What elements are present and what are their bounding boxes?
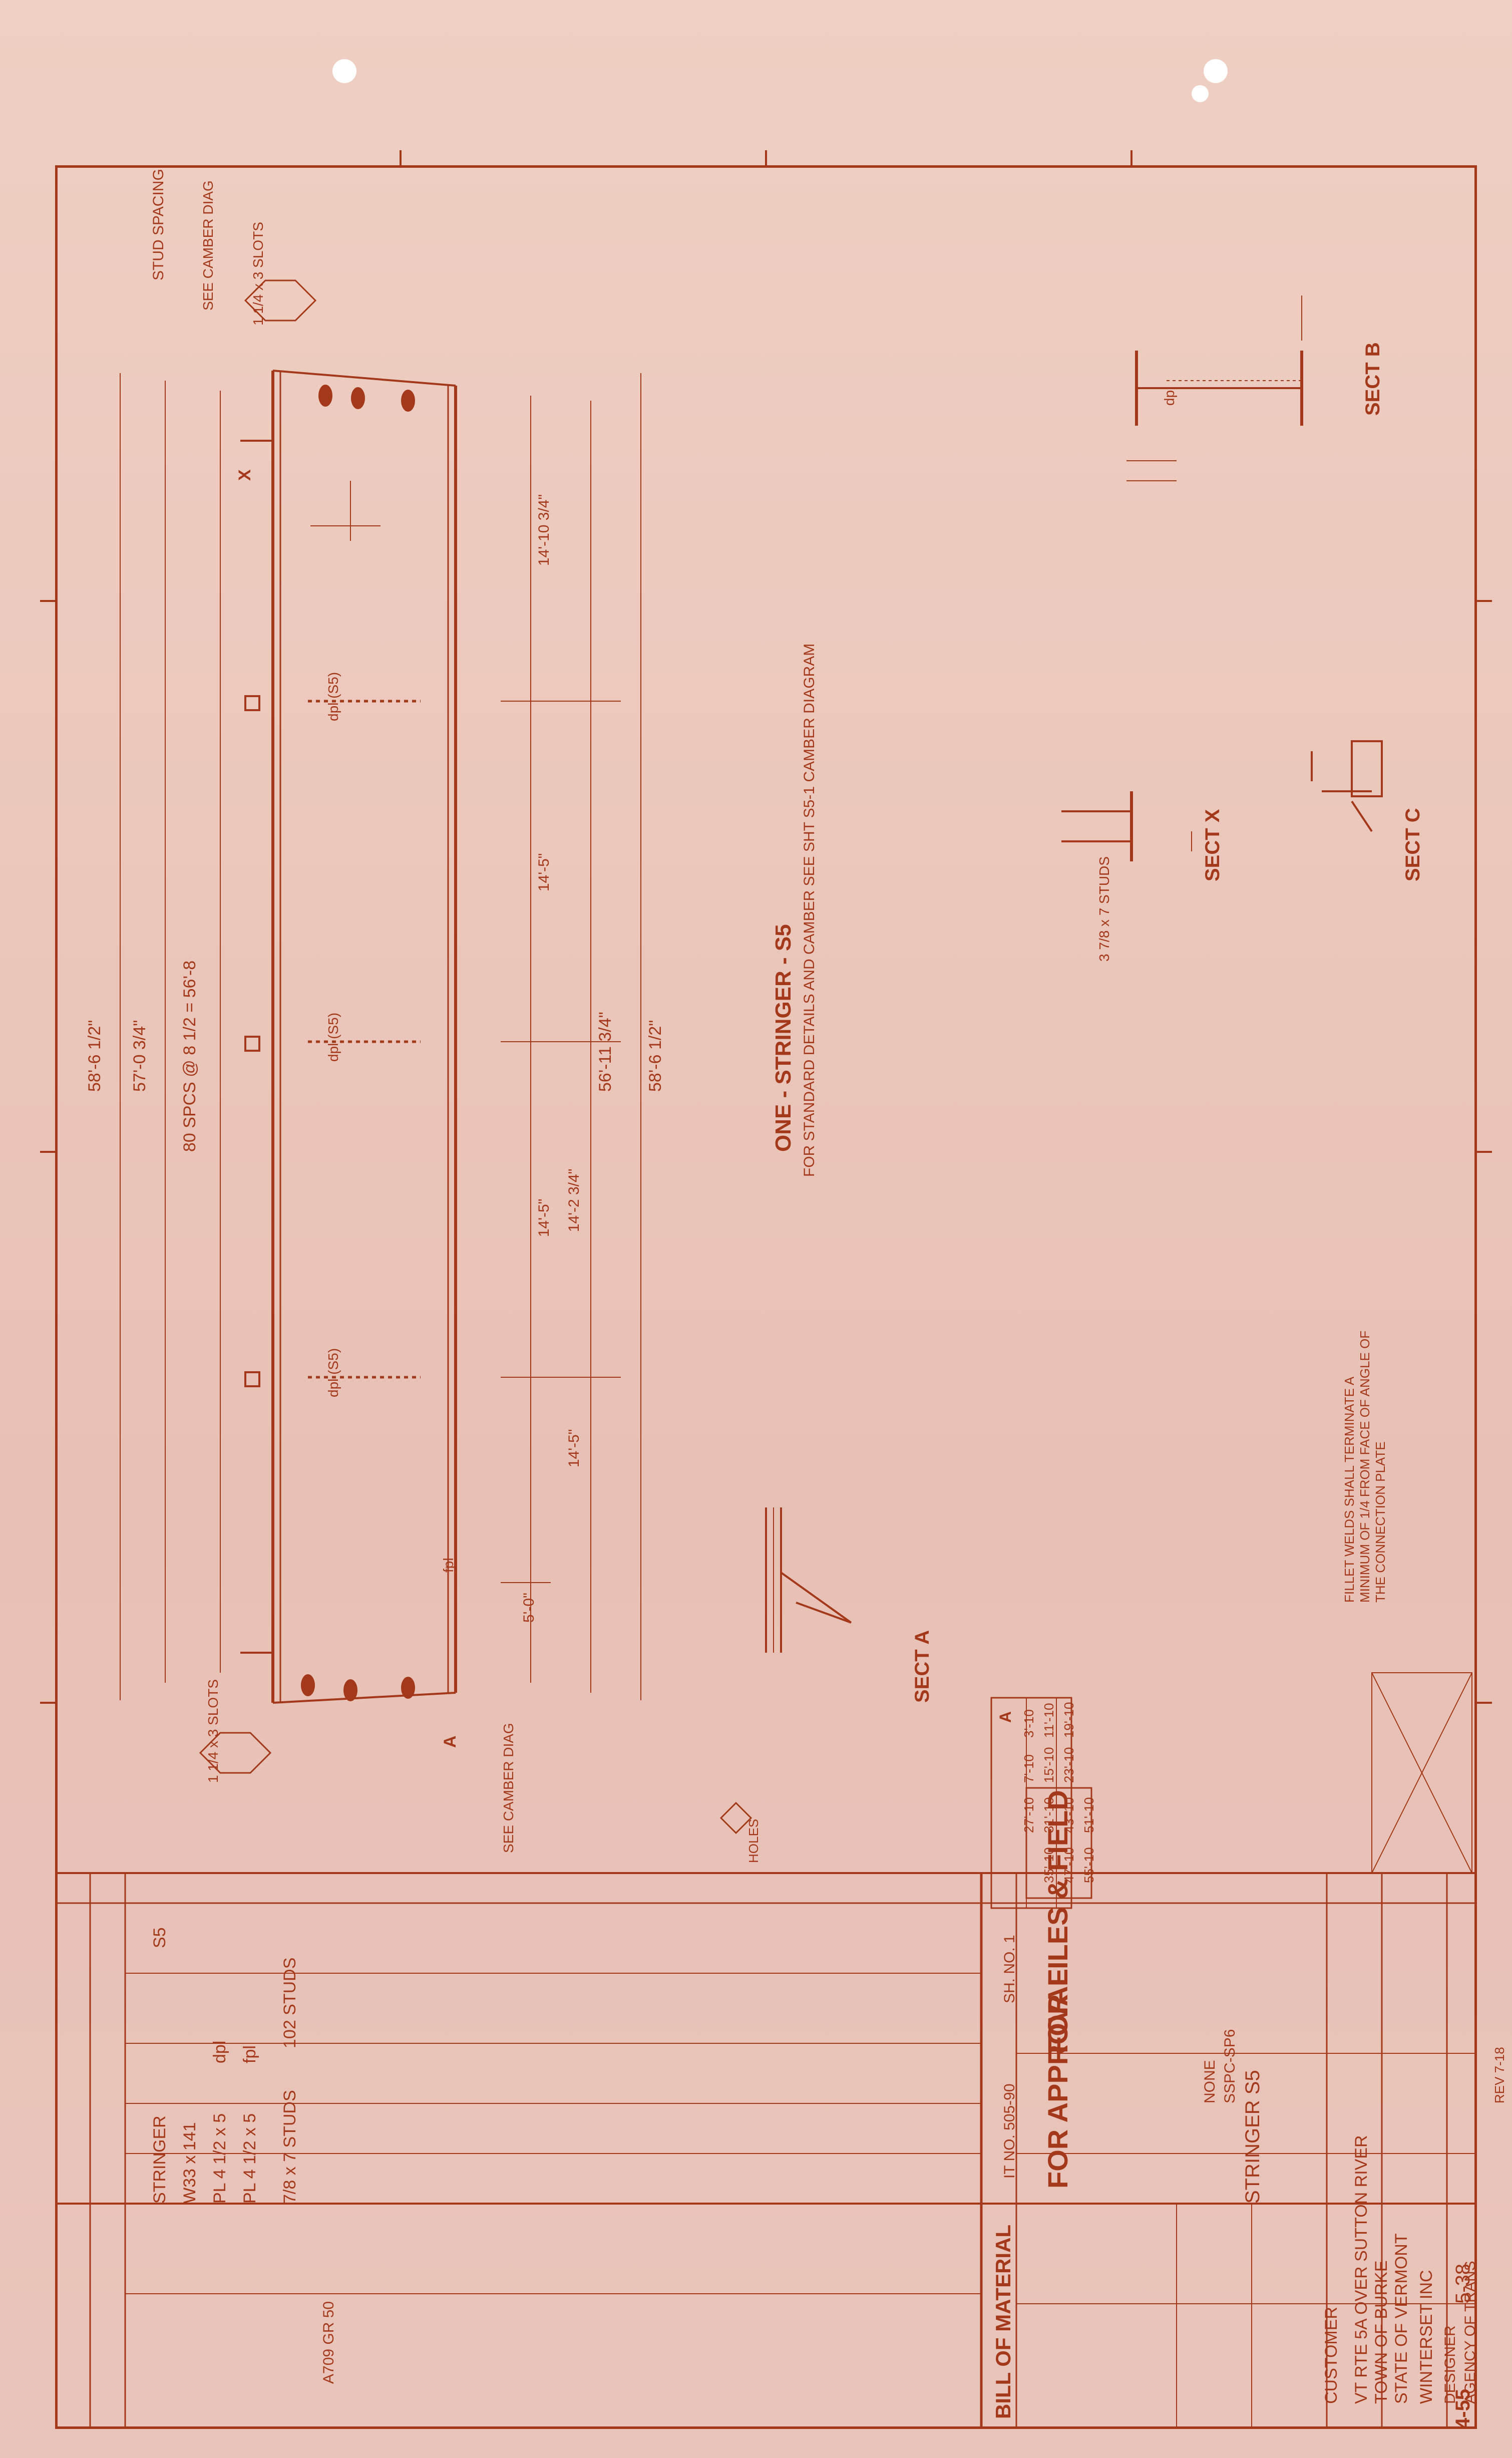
stud-spacing-label: STUD SPACING — [150, 169, 167, 280]
customer-label: CUSTOMER — [1322, 2307, 1341, 2404]
dpl-label: dpl (S5) — [325, 1348, 341, 1397]
dim-bottom-total: 58'-6 1/2" — [646, 1020, 665, 1092]
project-line: VT RTE 5A OVER SUTTON RIVER — [1352, 2135, 1371, 2404]
dim-lower-total: 56'-11 3/4" — [596, 1012, 615, 1092]
drawing-number: 4-55 — [1452, 2388, 1474, 2429]
bom-heading: BILL OF MATERIAL — [991, 2224, 1015, 2419]
dim-d2: 14'-5" — [536, 853, 552, 891]
table-a-value: 23'-10 — [1061, 1747, 1076, 1783]
table-a-value: 15'-10 — [1041, 1747, 1056, 1783]
table-a-value: 3'-10 — [1021, 1709, 1036, 1738]
dim-top-run: 57'-0 3/4" — [130, 1020, 149, 1092]
fpl-label: fpl — [441, 1558, 456, 1573]
dim-overall: 58'-6 1/2" — [85, 1020, 104, 1092]
contractor-name: WINTERSET INC — [1417, 2270, 1436, 2404]
revision-stamp: REV 7-18 — [1492, 2047, 1507, 2103]
camber-note: SEE CAMBER DIAG — [200, 180, 216, 311]
section-c-title: SECT C — [1402, 808, 1424, 881]
dim-d5: 14'-5" — [566, 1429, 582, 1467]
bom-mark: S5 — [150, 1927, 169, 1948]
table-b-value: 55'-10 — [1081, 1847, 1096, 1883]
bom-remarks: A709 GR 50 — [320, 2301, 337, 2384]
project-line: TOWN OF BURKE — [1372, 2260, 1391, 2404]
x-section-mark: X — [235, 469, 254, 481]
punch-hole — [1204, 59, 1228, 83]
bom-shape: PL 4 1/2 x 5 — [240, 2113, 259, 2204]
paint-value: NONE — [1202, 2060, 1218, 2103]
table-a-value: 19'-10 — [1061, 1702, 1076, 1738]
bom-length: 102 STUDS — [280, 1957, 299, 2048]
punch-hole — [332, 59, 356, 83]
stringer-label: STRINGER S5 — [1242, 2070, 1264, 2204]
section-x-title: SECT X — [1202, 809, 1224, 881]
slot-tag: 1 1/4 x 3 SLOTS — [205, 1679, 221, 1783]
table-a-value: 7'-10 — [1021, 1754, 1036, 1783]
slot-tag: 1 1/4 x 3 SLOTS — [250, 222, 266, 326]
table-a-value: 31'-10 — [1041, 1797, 1056, 1833]
dpl-label: dpl (S5) — [325, 672, 341, 721]
table-b-value: 35'-10 — [1041, 1847, 1056, 1883]
specs-value: SSPC-SP6 — [1222, 2029, 1238, 2103]
table-a-value: 27'-10 — [1021, 1797, 1036, 1833]
studs-label: 3 7/8 x 7 STUDS — [1096, 856, 1112, 962]
sheet-number: SH. NO. 1 — [1001, 1935, 1018, 2003]
holes-label: HOLES — [746, 1818, 761, 1863]
table-b-value: 51'-10 — [1081, 1797, 1096, 1833]
dim-stud-spacing: 80 SPCS @ 8 1/2 = 56'-8 — [180, 960, 199, 1152]
main-view-title: ONE - STRINGER - S5 — [771, 924, 796, 1152]
dim-d3: 14'-5" — [536, 1198, 552, 1237]
bom-shape: STRINGER — [150, 2115, 169, 2204]
project-line: STATE OF VERMONT — [1392, 2233, 1411, 2404]
dpl-label: dpl (S5) — [325, 1012, 341, 1062]
table-a-value: 11'-10 — [1041, 1703, 1056, 1738]
bom-shape: W33 x 141 — [180, 2122, 199, 2204]
dpl-label: dpl — [1162, 387, 1177, 406]
bom-shape: 7/8 x 7 STUDS — [280, 2090, 299, 2204]
it-number: IT NO. 505-90 — [1001, 2083, 1018, 2179]
main-view-note: FOR STANDARD DETAILS AND CAMBER SEE SHT … — [801, 643, 818, 1177]
bom-mark: fpl — [240, 2045, 259, 2063]
job-number: 5-38 — [1452, 2263, 1474, 2304]
table-a-header: A — [996, 1711, 1014, 1723]
dim-d1: 14'-10 3/4" — [536, 494, 552, 566]
section-b-title: SECT B — [1362, 342, 1384, 416]
fillet-note: FILLET WELDS SHALL TERMINATE A MINIMUM O… — [1342, 1330, 1388, 1603]
dim-d6: 5'-0" — [521, 1593, 537, 1623]
punch-hole — [1192, 85, 1209, 102]
section-a-title: SECT A — [911, 1630, 933, 1703]
bom-mark: dpl — [210, 2040, 229, 2063]
a-section-mark: A — [441, 1735, 460, 1748]
bom-shape: PL 4 1/2 x 5 — [210, 2113, 229, 2204]
table-b-value: 43'-10 — [1061, 1797, 1076, 1833]
table-b-value: 47'-10 — [1061, 1847, 1076, 1883]
drawing-border — [55, 165, 1477, 2429]
camber-note: SEE CAMBER DIAG — [501, 1723, 516, 1853]
dim-d4: 14'-2 3/4" — [566, 1168, 582, 1232]
